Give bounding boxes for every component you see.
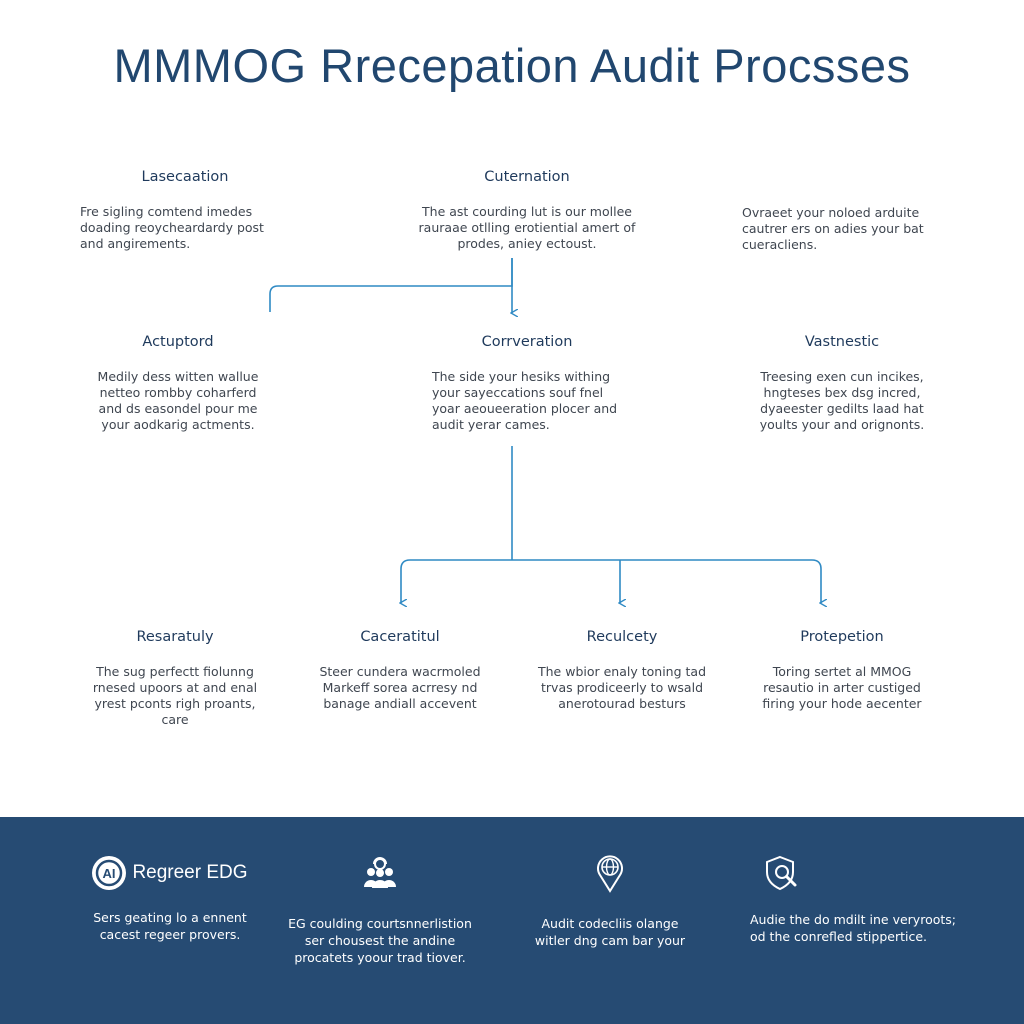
node-title: Corrveration [481, 334, 573, 350]
node-title: Caceratitul [360, 629, 440, 645]
footer-description: Audie the do mdilt ine veryroots;od the … [750, 912, 956, 944]
node-title: Protepetion [800, 629, 884, 645]
page-title: MMMOG Rrecepation Audit Procsses [113, 39, 911, 92]
node-title: Cuternation [484, 169, 570, 185]
flow-connectors [269, 258, 1024, 820]
node-corrveration: Corrveration The side your hesiks within… [412, 334, 642, 433]
node-title: Lasecaation [141, 169, 229, 185]
node-title [742, 169, 952, 186]
brand-logo-text: AI [103, 866, 116, 881]
node-description: Treesing exen cun incikes,hngteses bex d… [759, 369, 925, 432]
connector-branch-left [401, 559, 411, 603]
footer-item-shield: Audie the do mdilt ine veryroots;od the … [750, 853, 990, 945]
shield-search-icon [750, 853, 990, 893]
globe-pin-icon [510, 853, 710, 893]
brand-name: Regreer EDG [132, 862, 248, 883]
node-cuternation: Cuternation The ast courding lut is our … [407, 169, 647, 252]
node-title: Resaratuly [136, 629, 214, 645]
node-title: Reculcety [586, 629, 658, 645]
brand-logo-icon: AI [92, 856, 127, 890]
connector-top-left [269, 258, 513, 312]
connector-branch-right [811, 559, 821, 603]
node-title: Vastnestic [804, 334, 880, 350]
node-title: Actuptord [142, 334, 214, 350]
team-icon [280, 853, 480, 893]
node-vastnestic: Vastnestic Treesing exen cun incikes,hng… [742, 334, 942, 433]
